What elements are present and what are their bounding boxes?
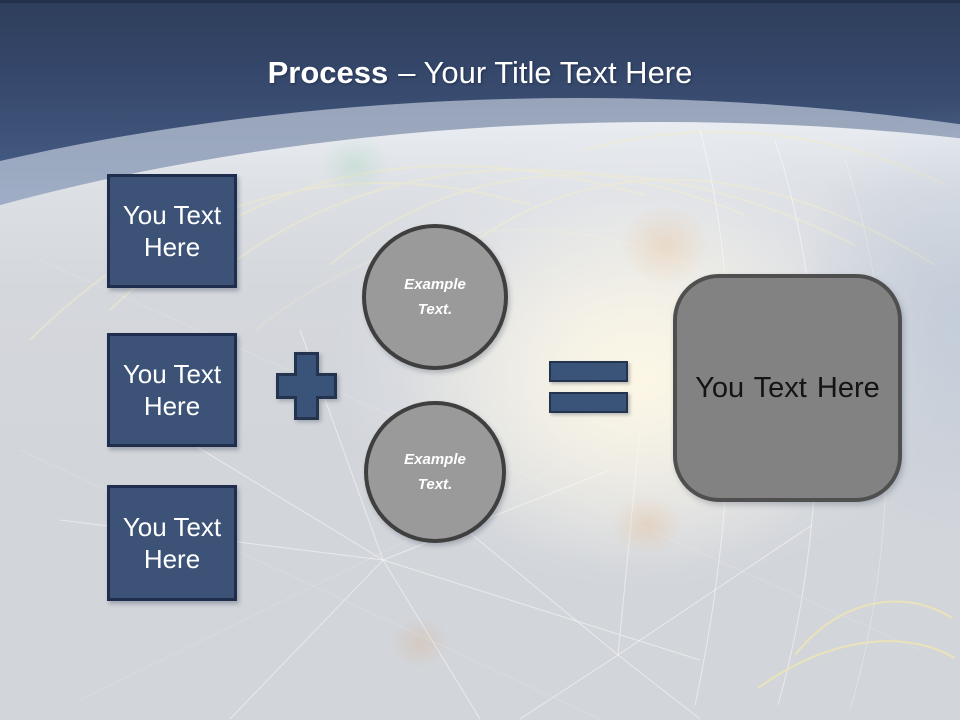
result-box: You Text Here: [673, 274, 902, 502]
equals-bar-top: [549, 361, 628, 382]
header-top-edge: [0, 0, 960, 3]
example-circle-1: Example Text.: [362, 224, 508, 370]
input-box-3-label: You Text Here: [122, 511, 222, 575]
title-bold-text: Process: [267, 55, 389, 90]
result-box-label: You Text Here: [695, 371, 880, 404]
example-circle-2-label: Example Text.: [404, 450, 466, 494]
title-rest-text: – Your Title Text Here: [398, 55, 693, 90]
input-box-2: You Text Here: [107, 333, 237, 447]
slide-title: Process – Your Title Text Here: [0, 54, 960, 91]
input-box-1-label: You Text Here: [122, 199, 222, 263]
example-circle-1-label: Example Text.: [404, 275, 466, 319]
example-circle-2: Example Text.: [364, 401, 506, 543]
plus-icon: [276, 352, 337, 420]
input-box-2-label: You Text Here: [122, 358, 222, 422]
equals-bar-bottom: [549, 392, 628, 413]
input-box-1: You Text Here: [107, 174, 237, 288]
equals-icon: [549, 361, 628, 413]
input-box-3: You Text Here: [107, 485, 237, 601]
